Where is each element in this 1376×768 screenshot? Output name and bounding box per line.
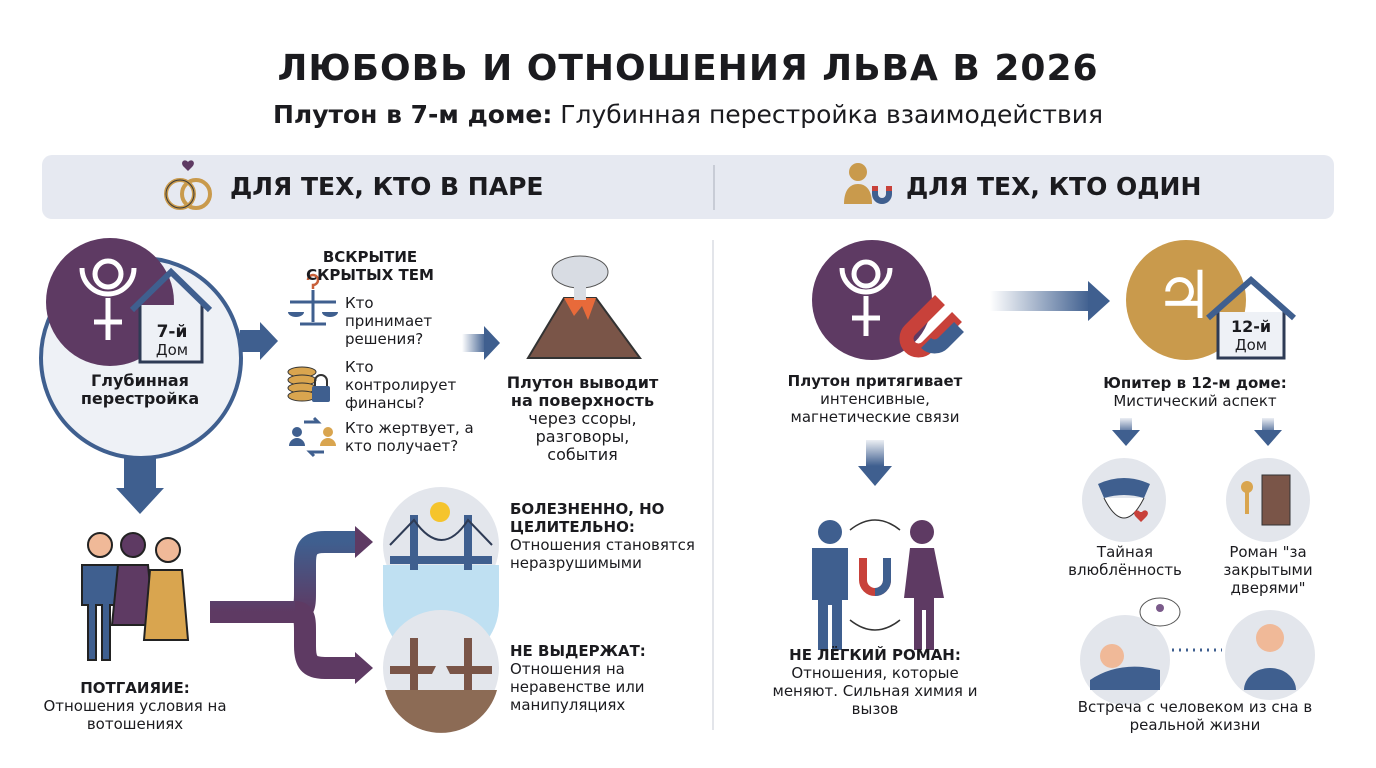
mask-heart-icon [1082, 458, 1166, 542]
coins-lock-icon [287, 366, 330, 402]
jupiter-text: Мистический аспект [1113, 392, 1277, 410]
outcome-2-block: НЕ ВЫДЕРЖАТ: Отношения на неравенстве ил… [510, 642, 700, 714]
bridge-broken-icon [383, 610, 499, 733]
house-icon [129, 267, 213, 364]
pluto-attracts-bold: Плутон притягивает [787, 372, 963, 390]
jupiter-block: Юпитер в 12-м доме: Мистический аспект [1070, 374, 1320, 410]
jupiter-title: Юпитер в 12-м доме: [1103, 374, 1287, 392]
column-divider [712, 240, 714, 730]
person-magnet-icon [844, 163, 892, 204]
jupiter-symbol-icon: ♃ [1154, 257, 1214, 334]
down-arrow-icon [1254, 430, 1282, 446]
pluto-symbol-icon [79, 258, 137, 340]
header-couples: ДЛЯ ТЕХ, КТО В ПАРЕ [230, 172, 544, 201]
hidden-topics-title: ВСКРЫТИЕ СКРЫТЫХ ТЕМ [306, 248, 434, 284]
down-arrow-icon [116, 488, 164, 514]
header-singles: ДЛЯ ТЕХ, КТО ОДИН [906, 172, 1202, 201]
dream-label: Встреча с человеком из сна в реальной жи… [1077, 698, 1313, 734]
sleeping-person-icon [1080, 597, 1181, 705]
jupiter-circle [1126, 240, 1246, 360]
outcome-1-block: БОЛЕЗНЕННО, НО ЦЕЛИТЕЛЬНО: Отношения ста… [510, 500, 700, 572]
core-label: Глубинная перестройка [80, 371, 200, 408]
volcano-bold: Плутон выводит на поверхность [506, 373, 659, 410]
outcome-1-text: Отношения становятся неразрушимыми [510, 536, 695, 572]
hidden-item-1: Кто принимает решения? [345, 294, 433, 348]
couples-graphics [39, 238, 642, 733]
subtitle-bold: Плутон в 7-м доме: [272, 100, 553, 129]
subtitle-rest: Глубинная перестройка взаимодействия [552, 100, 1104, 129]
house-icon [1206, 275, 1296, 360]
pluto-symbol-icon [839, 259, 893, 336]
people-title: ПОТГАИЯИЕ: [80, 679, 190, 697]
section-header-band [42, 155, 1334, 219]
page-title: ЛЮБОВЬ И ОТНОШЕНИЯ ЛЬВА В 2026 [277, 48, 1099, 89]
people-text: Отношения условия на вотошениях [43, 697, 227, 733]
outcome-2-title: НЕ ВЫДЕРЖАТ: [510, 642, 646, 660]
rings-icon [164, 160, 212, 210]
scales-question-icon [288, 273, 338, 326]
right-arrow-icon [484, 326, 500, 360]
outcome-1-title: БОЛЕЗНЕННО, НО ЦЕЛИТЕЛЬНО: [510, 500, 665, 536]
down-arrow-icon [1112, 430, 1140, 446]
house-label: Дом [155, 341, 189, 359]
header-divider [713, 165, 715, 210]
closed-doors-label: Роман "за закрытыми дверями" [1223, 543, 1313, 597]
romance-block: НЕ ЛЁГКИЙ РОМАН: Отношения, которые меня… [765, 646, 985, 718]
hidden-item-3: Кто жертвует, а кто получает? [345, 419, 474, 455]
magnet-icon [899, 295, 964, 358]
romance-title: НЕ ЛЁГКИЙ РОМАН: [789, 646, 961, 664]
real-person-icon [1225, 610, 1315, 700]
right-arrow-icon [1088, 281, 1110, 321]
volcano-rest: через ссоры, разговоры, события [528, 409, 637, 464]
hidden-item-2: Кто контролирует финансы? [345, 358, 457, 412]
secret-love-label: Тайная влюблённость [1068, 543, 1182, 579]
romance-text: Отношения, которые меняют. Сильная химия… [772, 664, 978, 718]
down-arrow-icon [858, 466, 892, 486]
house-label: Дом [1234, 336, 1268, 354]
down-arrow-shaft [124, 455, 156, 490]
people-group-icon [81, 532, 190, 661]
house-number: 12-й [1230, 317, 1272, 336]
pluto-attracts-rest: интенсивные, магнетические связи [790, 390, 960, 426]
subtitle: Плутон в 7-м доме: Глубинная перестройка… [0, 100, 1376, 129]
key-door-icon [1226, 458, 1310, 542]
volcano-icon [526, 255, 642, 359]
house-number: 7-й [156, 322, 188, 342]
branch-arrow-icon [355, 526, 373, 684]
exchange-people-icon [289, 416, 336, 458]
outcome-2-text: Отношения на неравенстве или манипуляция… [510, 660, 645, 714]
couple-magnet-icon [812, 519, 944, 650]
right-arrow-icon [260, 322, 278, 360]
people-block: ПОТГАИЯИЕ: Отношения условия на вотошени… [25, 679, 245, 733]
volcano-text: Плутон выводит на поверхность через ссор… [500, 374, 665, 464]
